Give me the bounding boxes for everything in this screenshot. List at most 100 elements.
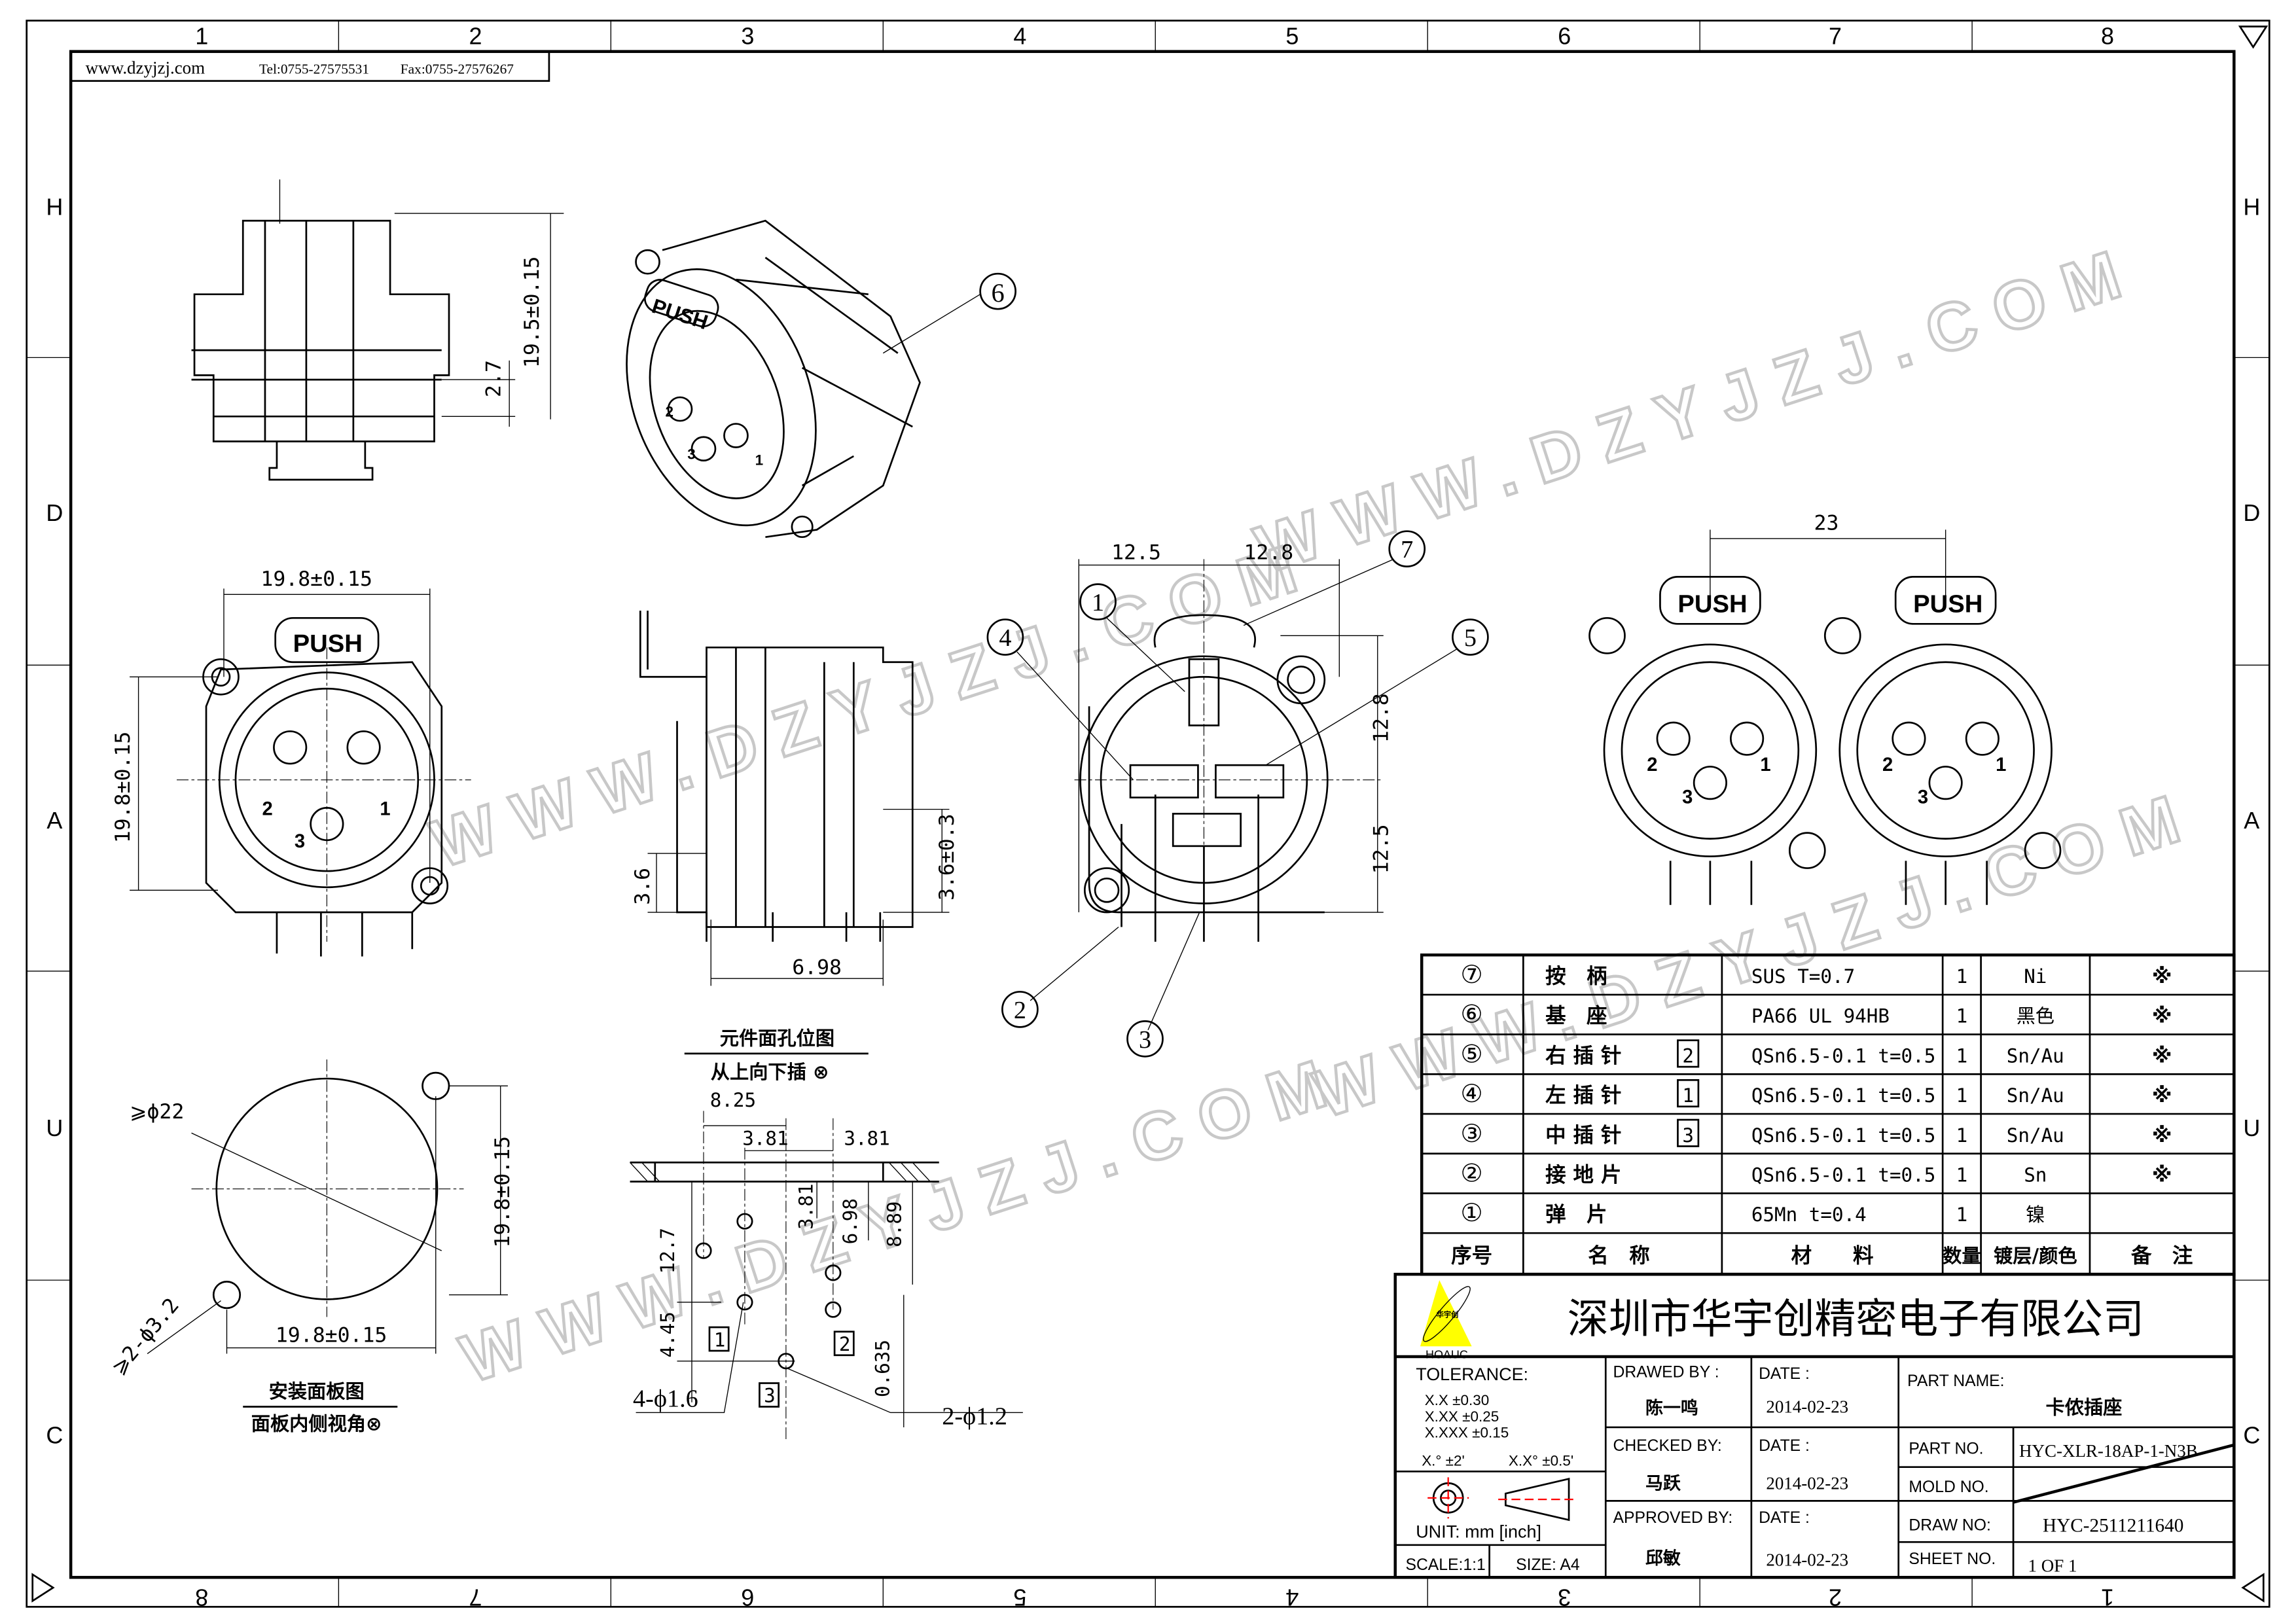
svg-text:3.81: 3.81 [795, 1184, 817, 1230]
svg-text:PUSH: PUSH [1677, 590, 1747, 618]
bom-item-finish: Sn [2024, 1164, 2047, 1186]
svg-text:19.5±0.15: 19.5±0.15 [520, 257, 544, 368]
svg-text:3: 3 [1918, 787, 1928, 808]
svg-text:3.6: 3.6 [631, 868, 655, 905]
svg-text:DATE :: DATE : [1759, 1437, 1810, 1455]
svg-text:3: 3 [1558, 1584, 1571, 1611]
svg-text:7: 7 [1401, 536, 1413, 563]
svg-text:2: 2 [666, 403, 674, 419]
title-block: 华宇创 HOAUC 深圳市华宇创精密电子有限公司 TOLERANCE: X.X … [1393, 1272, 2236, 1579]
svg-text:3: 3 [295, 831, 305, 852]
svg-text:U: U [46, 1115, 63, 1141]
pcb-hole-layout: 元件面孔位图 从上向下插 ⊗ 8.25 3.81 3.81 3.81 6.98 … [630, 1027, 1023, 1442]
svg-text:材 料: 材 料 [1791, 1244, 1874, 1268]
svg-text:元件面孔位图: 元件面孔位图 [720, 1027, 834, 1049]
svg-text:1: 1 [1092, 589, 1104, 616]
svg-text:APPROVED BY:: APPROVED BY: [1613, 1509, 1732, 1527]
svg-text:0.635: 0.635 [871, 1340, 893, 1397]
svg-text:6: 6 [741, 1584, 754, 1611]
row-labels: HD AU C HD AU C [46, 193, 2260, 1448]
svg-text:X.X ±0.30: X.X ±0.30 [1425, 1392, 1490, 1408]
column-labels-top: 1 2 3 4 5 6 7 8 [195, 22, 2114, 49]
svg-text:4.45: 4.45 [656, 1311, 679, 1357]
svg-text:12.8: 12.8 [1369, 693, 1393, 743]
svg-text:12.7: 12.7 [656, 1228, 679, 1274]
bom-item-number: ③ [1461, 1120, 1483, 1148]
projection-symbol-icon [1427, 1477, 1575, 1522]
bom-item-pin: 3 [1682, 1124, 1694, 1147]
svg-text:HYC-2511211640: HYC-2511211640 [2043, 1516, 2183, 1537]
svg-text:HOAUC: HOAUC [1426, 1347, 1468, 1361]
bom-item-note: ※ [2152, 1163, 2172, 1186]
bom-item-qty: 1 [1956, 1204, 1968, 1226]
svg-text:6: 6 [992, 278, 1005, 308]
svg-text:6: 6 [1558, 22, 1571, 49]
svg-text:备 注: 备 注 [2131, 1244, 2193, 1268]
svg-text:5: 5 [1285, 22, 1299, 49]
svg-text:陈一鸣: 陈一鸣 [1645, 1398, 1698, 1419]
svg-text:19.8±0.15: 19.8±0.15 [111, 732, 135, 844]
svg-text:1: 1 [1996, 755, 2006, 776]
svg-text:3.6±0.3: 3.6±0.3 [935, 813, 959, 901]
svg-text:PUSH: PUSH [293, 630, 363, 658]
bom-item-material: SUS T=0.7 [1751, 965, 1855, 988]
bom-item-material: 65Mn t=0.4 [1751, 1204, 1867, 1226]
company-name: 深圳市华宇创精密电子有限公司 [1568, 1296, 2144, 1342]
svg-text:X.XX ±0.25: X.XX ±0.25 [1425, 1408, 1499, 1425]
svg-text:4: 4 [1013, 22, 1026, 49]
bom-item-finish: Sn/Au [2007, 1124, 2064, 1147]
svg-text:1 OF 1: 1 OF 1 [2028, 1556, 2077, 1575]
bom-item-material: QSn6.5-0.1 t=0.5 [1751, 1084, 1935, 1107]
bom-item-qty: 1 [1956, 1164, 1968, 1186]
svg-text:8: 8 [2101, 22, 2114, 49]
svg-text:2: 2 [469, 22, 482, 49]
bom-item-note: ※ [2152, 1084, 2172, 1107]
svg-text:A: A [2244, 807, 2259, 834]
svg-text:H: H [46, 193, 63, 220]
bom-item-finish: 镍 [2026, 1204, 2045, 1226]
bom-item-qty: 1 [1956, 1124, 1968, 1147]
bom-item-pin: 1 [1682, 1084, 1694, 1107]
svg-text:D: D [2243, 499, 2260, 526]
bom-item-number: ① [1461, 1200, 1483, 1227]
pin-number-box [1677, 1039, 1700, 1068]
bom-item-number: ⑦ [1461, 961, 1483, 989]
svg-text:X.X° ±0.5': X.X° ±0.5' [1509, 1452, 1573, 1469]
svg-text:3: 3 [764, 1385, 776, 1407]
svg-text:7: 7 [1829, 22, 1842, 49]
svg-text:DRAWED BY :: DRAWED BY : [1613, 1364, 1719, 1382]
bom-item-note: ※ [2152, 1124, 2172, 1147]
svg-text:马跃: 马跃 [1645, 1473, 1681, 1493]
svg-text:从上向下插 ⊗: 从上向下插 ⊗ [711, 1061, 829, 1083]
svg-text:1: 1 [2101, 1584, 2114, 1611]
bom-item-qty: 1 [1956, 965, 1968, 988]
svg-text:安装面板图: 安装面板图 [269, 1380, 365, 1402]
front-view: PUSH 1 2 3 19.8±0.15 19.8±0.15 [111, 567, 471, 957]
bom-item-material: QSn6.5-0.1 t=0.5 [1751, 1124, 1935, 1147]
svg-text:2.7: 2.7 [482, 360, 506, 397]
svg-text:面板内侧视角⊗: 面板内侧视角⊗ [251, 1412, 382, 1435]
svg-text:PUSH: PUSH [1913, 590, 1982, 618]
bom-item-number: ② [1461, 1160, 1483, 1187]
svg-text:1: 1 [755, 452, 764, 468]
svg-text:1: 1 [195, 22, 208, 49]
svg-text:PART NAME:: PART NAME: [1907, 1372, 2004, 1390]
svg-text:4: 4 [1285, 1584, 1299, 1611]
svg-text:3: 3 [687, 446, 696, 463]
svg-text:12.8: 12.8 [1244, 541, 1293, 564]
bom-item-pin: 2 [1682, 1044, 1694, 1067]
svg-text:2: 2 [1014, 997, 1026, 1024]
svg-text:3: 3 [741, 22, 754, 49]
svg-text:19.8±0.15: 19.8±0.15 [276, 1324, 387, 1347]
svg-text:2014-02-23: 2014-02-23 [1766, 1473, 1848, 1493]
svg-text:序号: 序号 [1451, 1244, 1492, 1268]
bom-item-name: 弹 片 [1545, 1203, 1607, 1226]
svg-text:1: 1 [1760, 755, 1770, 776]
svg-text:3: 3 [1139, 1026, 1151, 1054]
svg-text:SHEET NO.: SHEET NO. [1909, 1550, 1996, 1568]
tel-text: Tel:0755-27575531 [259, 61, 369, 77]
svg-text:2: 2 [1829, 1584, 1842, 1611]
